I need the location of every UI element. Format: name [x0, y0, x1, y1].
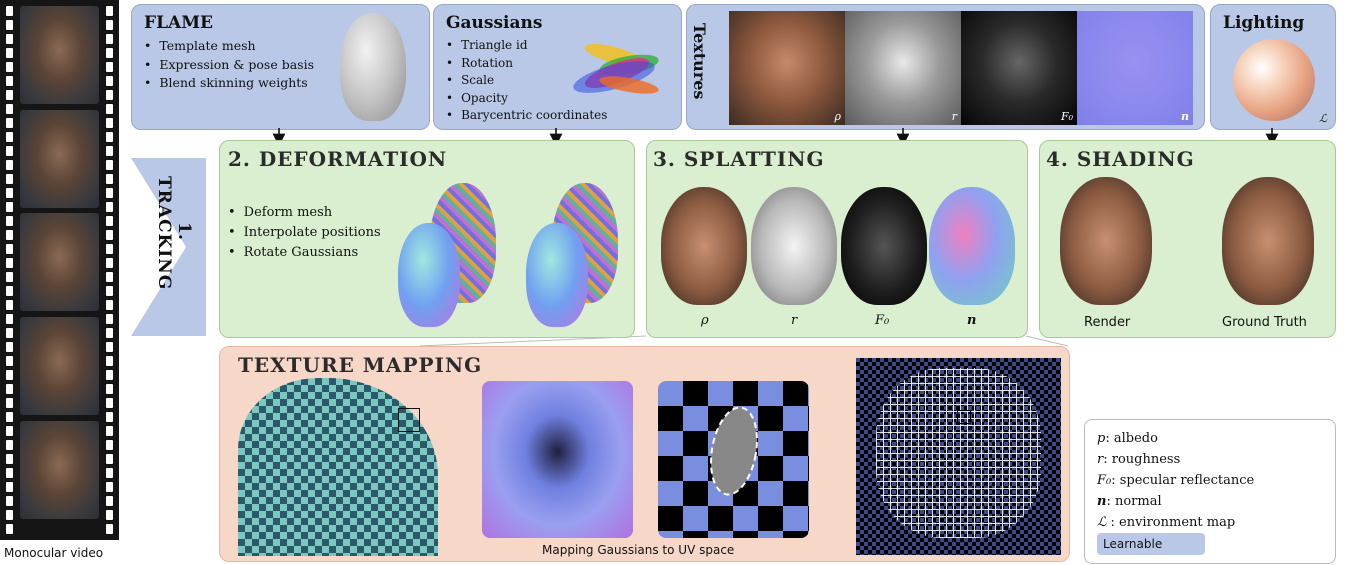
- texture-mapping-title: TEXTURE MAPPING: [238, 353, 482, 377]
- shading-panel: 4. SHADING Render Ground Truth: [1039, 140, 1336, 338]
- albedo-render: [661, 187, 747, 305]
- normal-render: [929, 187, 1015, 305]
- splatting-label: ρ: [701, 313, 709, 328]
- texture-mapping-caption: Mapping Gaussians to UV space: [542, 543, 734, 557]
- learnable-swatch: Learnable: [1097, 533, 1205, 555]
- ground-truth-label: Ground Truth: [1222, 315, 1307, 330]
- deformation-title: 2. DEFORMATION: [228, 147, 447, 171]
- deformation-list: Deform mesh Interpolate positions Rotate…: [228, 203, 381, 263]
- normal-head-deformed: [526, 223, 588, 327]
- uv-patch: [482, 381, 633, 538]
- splatting-title: 3. SPLATTING: [653, 147, 825, 171]
- normal-head-front: [398, 223, 460, 327]
- legend-list: p: albedo r: roughness F₀: specular refl…: [1097, 428, 1254, 533]
- tracking-label: TRACKING: [154, 176, 174, 290]
- zoom-box: [398, 408, 420, 432]
- splatting-label: n: [967, 313, 976, 328]
- legend-item: p: albedo: [1097, 428, 1254, 449]
- legend-item: n: normal: [1097, 491, 1254, 512]
- render-face: [1060, 177, 1152, 305]
- checker-uv-patch: [658, 381, 809, 538]
- shading-title: 4. SHADING: [1046, 147, 1195, 171]
- splatting-label: r: [791, 313, 797, 328]
- list-item: Deform mesh: [228, 203, 381, 223]
- tracking-number: 1.: [174, 222, 194, 240]
- specular-render: [841, 187, 927, 305]
- list-item: Interpolate positions: [228, 223, 381, 243]
- legend-item: r: roughness: [1097, 449, 1254, 470]
- ground-truth-face: [1222, 177, 1314, 305]
- tracking-label-group: 1. TRACKING: [154, 176, 194, 286]
- zoom-box: [957, 410, 971, 424]
- legend-panel: p: albedo r: roughness F₀: specular refl…: [1084, 419, 1336, 564]
- splatting-label: F₀: [875, 313, 889, 328]
- splatting-panel: 3. SPLATTING ρ r F₀ n: [646, 140, 1028, 338]
- legend-item: ℒ : environment map: [1097, 512, 1254, 533]
- list-item: Rotate Gaussians: [228, 243, 381, 263]
- legend-item: F₀: specular reflectance: [1097, 470, 1254, 491]
- uv-wireframe: [856, 358, 1061, 555]
- roughness-render: [751, 187, 837, 305]
- deformation-panel: 2. DEFORMATION Deform mesh Interpolate p…: [219, 140, 635, 338]
- render-label: Render: [1084, 315, 1130, 330]
